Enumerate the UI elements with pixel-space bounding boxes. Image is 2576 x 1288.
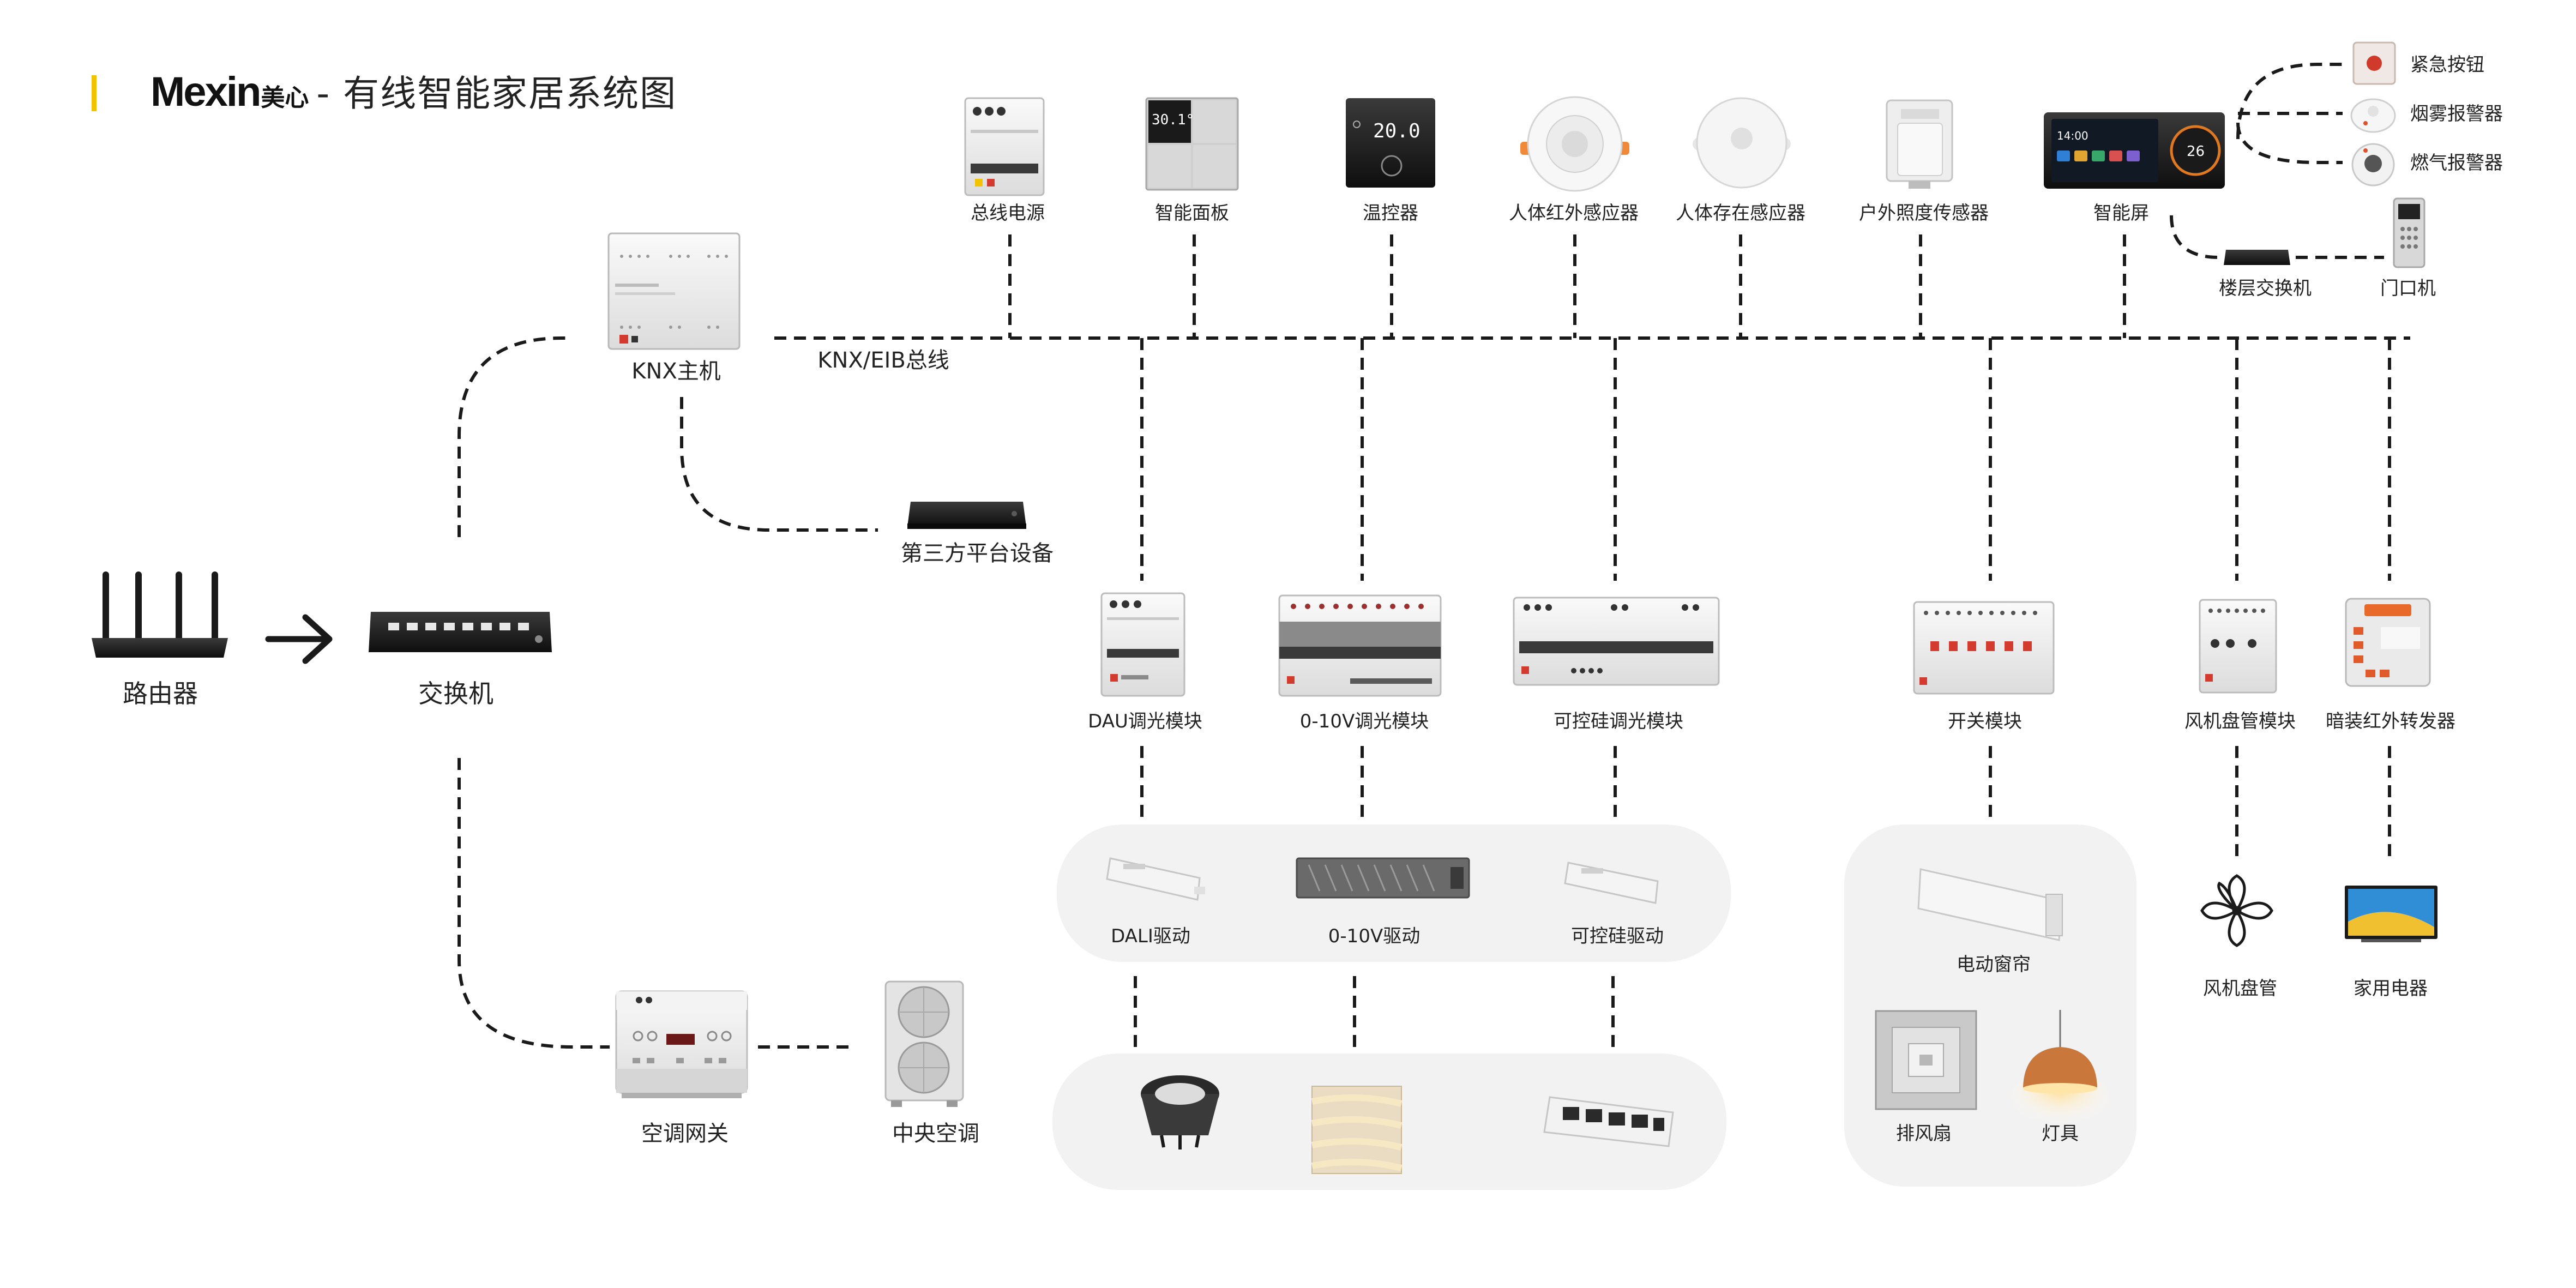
floor-switch-label: 楼层交换机: [2219, 278, 2312, 299]
downlight-icon: [1141, 1075, 1219, 1149]
fan-coil-icon: [2200, 874, 2273, 947]
curtain-motor-icon: [1917, 868, 2063, 941]
exhaust-fan-icon: [1875, 1010, 1977, 1110]
scr-driver-label: 可控硅驱动: [1571, 925, 1664, 947]
pendant-lamp-icon: [2011, 1010, 2109, 1124]
relay-load-panel: [1844, 824, 2136, 1187]
fancoil-module-icon: [2199, 599, 2277, 694]
third-party-label: 第三方平台设备: [901, 541, 1054, 566]
tv-icon: [2345, 886, 2437, 942]
scr-module-icon: [1513, 597, 1720, 686]
fancoil-module-label: 风机盘管模块: [2184, 711, 2296, 732]
floor-switch-icon: [2224, 250, 2290, 265]
screen-to-floor-switch-line: [2170, 215, 2220, 259]
third-party-device-icon: [907, 502, 1026, 529]
dau-module-label: DAU调光模块: [1088, 711, 1202, 732]
screen-to-gas-line: [2236, 122, 2343, 164]
presence-sensor-label: 人体存在感应器: [1676, 202, 1805, 224]
relay-module-icon: [1913, 601, 2055, 695]
smoke-alarm-icon: [2350, 98, 2396, 133]
smart-screen-temp: 26: [2187, 143, 2205, 160]
title-accent-bar: [92, 75, 97, 111]
scr-module-label: 可控硅调光模块: [1554, 711, 1683, 732]
smart-panel-label: 智能面板: [1155, 202, 1229, 224]
presence-sensor-icon: [1693, 97, 1791, 189]
dali-driver-label: DALI驱动: [1111, 925, 1190, 947]
smoke-alarm-label: 烟雾报警器: [2410, 103, 2503, 125]
switch-label: 交换机: [418, 679, 493, 708]
router-icon: [92, 571, 228, 658]
010v-driver-label: 0-10V驱动: [1328, 925, 1420, 947]
exhaust-fan-label: 排风扇: [1896, 1123, 1952, 1145]
smart-screen-icon: 14:00 26: [2044, 112, 2225, 189]
knx-host-icon: [607, 232, 741, 350]
linear-spot-icon: [1543, 1096, 1674, 1147]
curtain-label: 电动窗帘: [1957, 954, 2031, 976]
bus-power-icon: [964, 97, 1045, 196]
network-switch-icon: [369, 612, 552, 652]
appliance-label: 家用电器: [2354, 978, 2428, 1000]
smart-screen-time: 14:00: [2057, 129, 2089, 142]
010v-driver-icon: [1296, 857, 1470, 899]
door-station-label: 门口机: [2380, 278, 2436, 299]
knx-host-label: KNX主机: [631, 359, 721, 384]
emergency-button-icon: [2352, 41, 2396, 85]
page-title: Mexin 美心 - 有线智能家居系统图: [151, 64, 677, 124]
dau-module-icon: [1100, 592, 1185, 697]
pir-sensor-label: 人体红外感应器: [1509, 202, 1639, 224]
smart-panel-icon: 30.1°: [1145, 97, 1239, 191]
router-to-switch-arrow: [265, 614, 333, 664]
ac-gateway-icon: [615, 990, 748, 1098]
central-ac-label: 中央空调: [892, 1121, 979, 1146]
screen-to-emergency-line: [2236, 63, 2343, 140]
fan-coil-label: 风机盘管: [2203, 978, 2277, 1000]
010v-module-icon: [1278, 594, 1442, 697]
thermostat-icon: 20.0: [1346, 98, 1435, 188]
dali-driver-icon: [1106, 857, 1205, 901]
router-label: 路由器: [123, 679, 198, 708]
lux-sensor-label: 户外照度传感器: [1859, 202, 1989, 224]
pir-sensor-icon: [1520, 96, 1629, 192]
ir-module-icon: [2345, 598, 2431, 687]
switch-to-knx-host-line: [458, 336, 573, 537]
bus-power-label: 总线电源: [971, 202, 1045, 224]
connection-lines: [458, 63, 2410, 1054]
thermostat-display: 20.0: [1373, 120, 1421, 142]
diagram-title: - 有线智能家居系统图: [316, 73, 677, 115]
central-ac-icon: [884, 980, 964, 1107]
emergency-button-label: 紧急按钮: [2410, 54, 2484, 76]
010v-module-label: 0-10V调光模块: [1300, 711, 1429, 732]
led-strip-icon: [1311, 1086, 1403, 1174]
gas-alarm-label: 燃气报警器: [2410, 152, 2503, 174]
scr-driver-icon: [1564, 862, 1659, 904]
knx-bus-label: KNX/EIB总线: [817, 348, 949, 373]
brand-logo: Mexin: [151, 69, 261, 115]
lux-sensor-icon: [1886, 99, 1953, 189]
ac-gateway-label: 空调网关: [641, 1121, 729, 1146]
knx-host-to-third-party-line: [680, 397, 878, 532]
door-station-icon: [2393, 197, 2425, 268]
switch-to-ac-gateway-line: [458, 758, 610, 1049]
ir-module-label: 暗装红外转发器: [2326, 711, 2455, 732]
smart-screen-label: 智能屏: [2093, 202, 2149, 224]
smart-panel-display: 30.1°: [1152, 112, 1194, 128]
brand-logo-cn: 美心: [261, 84, 309, 112]
relay-module-label: 开关模块: [1948, 711, 2022, 732]
lamp-label: 灯具: [2042, 1123, 2079, 1145]
gas-alarm-icon: [2351, 143, 2395, 186]
thermo-label: 温控器: [1363, 202, 1418, 224]
